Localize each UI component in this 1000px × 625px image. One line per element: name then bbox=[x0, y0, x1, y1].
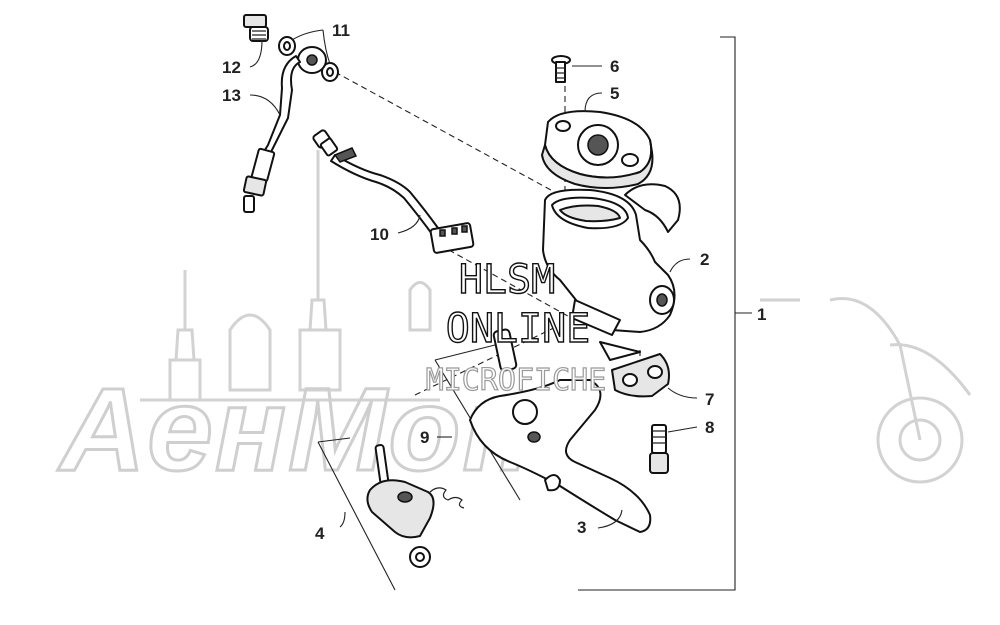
cathedral-silhouette bbox=[140, 150, 440, 402]
watermark: HLSM ONLINE MICROFICHE bbox=[425, 256, 607, 398]
brake-hose-part bbox=[242, 46, 327, 213]
motorcycle-silhouette bbox=[760, 297, 972, 484]
callout-10: 10 bbox=[370, 225, 389, 244]
callout-9: 9 bbox=[420, 428, 429, 447]
master-cylinder-part bbox=[542, 183, 681, 361]
background-art: AeнMom bbox=[56, 150, 972, 498]
callout-7: 7 bbox=[705, 390, 714, 409]
cap-screw-part bbox=[551, 55, 571, 83]
brake-switch-part bbox=[312, 129, 475, 254]
watermark-line-3: MICROFICHE bbox=[426, 363, 607, 398]
banjo-bolt-part bbox=[243, 14, 269, 42]
callout-labels: 1 2 3 4 5 6 7 8 9 10 11 12 13 bbox=[222, 21, 766, 543]
assembly-bracket-1 bbox=[578, 36, 752, 591]
sealing-washers-part bbox=[278, 36, 339, 82]
callout-2: 2 bbox=[700, 250, 709, 269]
callout-5: 5 bbox=[610, 84, 619, 103]
callout-3: 3 bbox=[577, 518, 586, 537]
adjuster-assembly-part bbox=[317, 437, 465, 591]
callout-12: 12 bbox=[222, 58, 241, 77]
brake-lever-part bbox=[469, 328, 652, 533]
watermark-line-1: HLSM bbox=[459, 257, 555, 303]
callout-6: 6 bbox=[610, 57, 619, 76]
callout-1: 1 bbox=[757, 305, 766, 324]
callout-13: 13 bbox=[222, 86, 241, 105]
reservoir-cap-part bbox=[541, 110, 654, 189]
callout-8: 8 bbox=[705, 418, 714, 437]
callout-4: 4 bbox=[315, 524, 325, 543]
watermark-line-2: ONLINE bbox=[446, 306, 591, 352]
callout-leaders bbox=[249, 29, 698, 529]
handlebar-clamp-part bbox=[611, 353, 670, 398]
clamp-bolt-part bbox=[649, 424, 669, 474]
callout-11: 11 bbox=[332, 21, 350, 40]
